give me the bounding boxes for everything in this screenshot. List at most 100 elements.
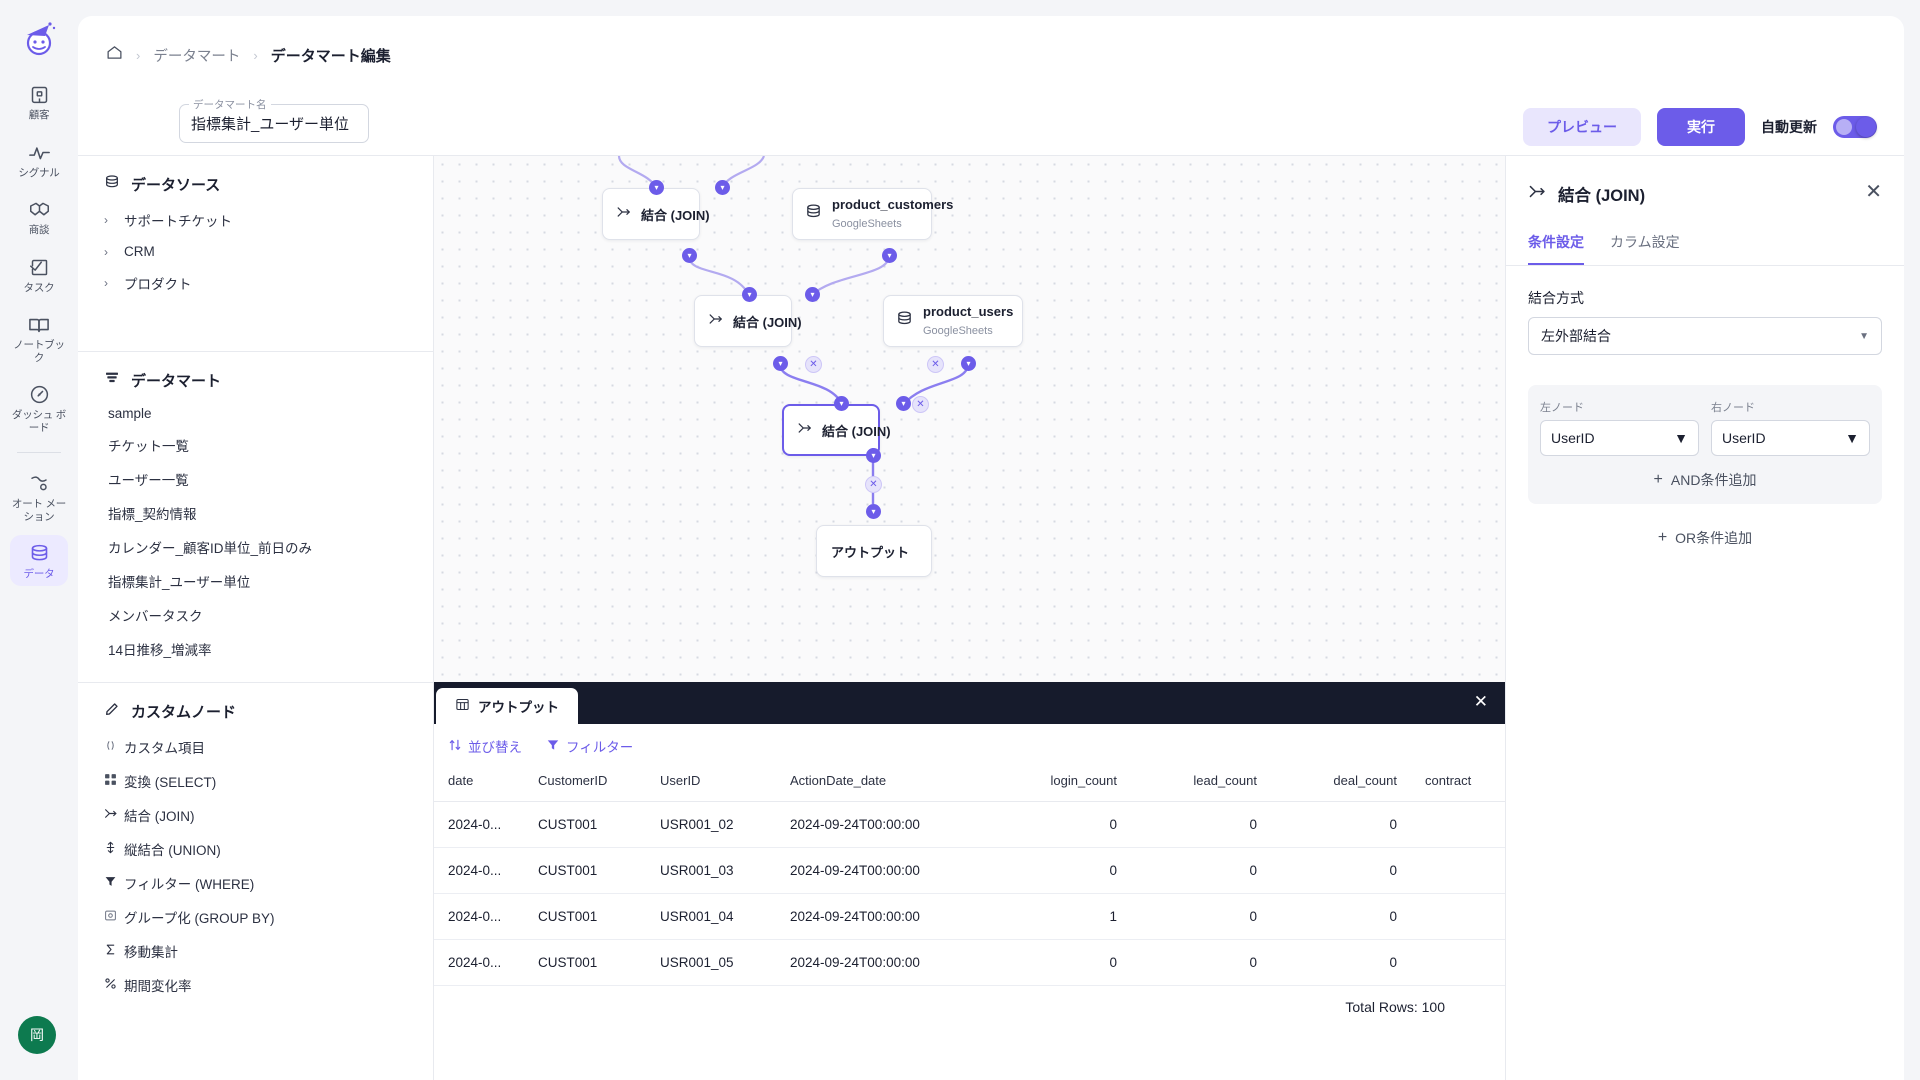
flow-node-label: 結合 (JOIN) [822, 423, 891, 439]
cell-deal-count: 0 [1271, 801, 1411, 848]
datamart-item[interactable]: 14日推移_増減率 [78, 632, 433, 666]
sidebar-item-deals[interactable]: 商談 [10, 191, 68, 242]
tab-output[interactable]: アウトプット [436, 688, 578, 724]
flow-canvas[interactable]: 結合 (JOIN) ▾ ▾ ▾ product_customers Google… [434, 156, 1505, 1080]
node-port-in[interactable]: ▾ [649, 180, 664, 195]
tab-conditions[interactable]: 条件設定 [1528, 232, 1584, 265]
node-port-out[interactable]: ▾ [682, 248, 697, 263]
flow-node-source-product-users[interactable]: product_users GoogleSheets [883, 295, 1023, 347]
flow-node-source-product-customers[interactable]: product_customers GoogleSheets [792, 188, 953, 240]
join-type-select[interactable]: 左外部結合 ▼ [1528, 317, 1882, 355]
cell-actiondate: 2024-09-24T00:00:00 [776, 801, 991, 848]
datamart-item[interactable]: チケット一覧 [78, 428, 433, 462]
datasource-item-crm[interactable]: › CRM [78, 237, 433, 266]
cell-contract [1411, 939, 1505, 986]
table-row[interactable]: 2024-0... CUST001 USR001_04 2024-09-24T0… [434, 893, 1505, 940]
customnode-item-custom-field[interactable]: カスタム項目 [78, 730, 433, 764]
automation-icon [28, 472, 50, 495]
customnode-item-where[interactable]: フィルター (WHERE) [78, 866, 433, 900]
sidebar-item-signal[interactable]: シグナル [10, 134, 68, 185]
flow-node-output[interactable]: アウトプット [816, 525, 932, 577]
left-node-select[interactable]: UserID ▼ [1540, 420, 1699, 456]
datamart-item-label: メンバータスク [108, 609, 203, 624]
node-port-out[interactable]: ▾ [882, 248, 897, 263]
table-row[interactable]: 2024-0... CUST001 USR001_02 2024-09-24T0… [434, 801, 1505, 848]
datamart-item[interactable]: 指標集計_ユーザー単位 [78, 564, 433, 598]
datamart-item[interactable]: sample [78, 399, 433, 428]
filter-button[interactable]: フィルター [546, 736, 633, 756]
auto-refresh-toggle[interactable] [1833, 116, 1877, 138]
datamart-item[interactable]: ユーザー一覧 [78, 462, 433, 496]
right-node-select[interactable]: UserID ▼ [1711, 420, 1870, 456]
close-icon[interactable]: ✕ [1473, 692, 1488, 711]
page-header: › データマート › データマート編集 データマート名 指標集計_ユーザー単位 … [78, 16, 1904, 156]
delete-node-icon[interactable]: ✕ [912, 396, 929, 413]
node-port-out[interactable]: ▾ [961, 356, 976, 371]
sidebar-item-data[interactable]: データ [10, 535, 68, 586]
node-port-out[interactable]: ▾ [866, 448, 881, 463]
sidebar-item-customers[interactable]: 顧客 [10, 76, 68, 127]
breadcrumb-link-datamart[interactable]: データマート [153, 48, 241, 65]
preview-button[interactable]: プレビュー [1523, 108, 1641, 146]
flow-node-join-3-selected[interactable]: 結合 (JOIN) [782, 404, 891, 456]
add-or-condition-button[interactable]: + OR条件追加 [1528, 518, 1882, 558]
database-icon [805, 203, 822, 225]
column-header[interactable]: CustomerID [524, 766, 646, 802]
column-header[interactable]: contract [1411, 766, 1505, 802]
customnode-item-select[interactable]: 変換 (SELECT) [78, 764, 433, 798]
customnode-item-period-change[interactable]: 期間変化率 [78, 968, 433, 1002]
app-logo-icon[interactable] [16, 16, 62, 62]
customnode-item-groupby[interactable]: グループ化 (GROUP BY) [78, 900, 433, 934]
output-toolbar: 並び替え フィルター [434, 724, 1505, 766]
sidebar-item-dashboard[interactable]: ダッシュ ボード [10, 376, 68, 439]
column-header[interactable]: deal_count [1271, 766, 1411, 802]
table-row[interactable]: 2024-0... CUST001 USR001_03 2024-09-24T0… [434, 847, 1505, 894]
datasource-item-product[interactable]: › プロダクト [78, 266, 433, 300]
left-node-value: UserID [1551, 430, 1595, 446]
breadcrumb-sep: › [253, 47, 258, 63]
datasource-item-support[interactable]: › サポートチケット [78, 203, 433, 237]
output-drawer: アウトプット ✕ 並び替え [434, 682, 1505, 1080]
datamart-name-input[interactable]: データマート名 指標集計_ユーザー単位 [179, 97, 369, 143]
node-port-in[interactable]: ▾ [866, 504, 881, 519]
column-header[interactable]: lead_count [1131, 766, 1271, 802]
node-port-out[interactable]: ▾ [773, 356, 788, 371]
delete-edge-icon[interactable]: ✕ [927, 356, 944, 373]
cell-userid: USR001_05 [646, 939, 776, 986]
datamart-item[interactable]: メンバータスク [78, 598, 433, 632]
customnode-item-moving-agg[interactable]: 移動集計 [78, 934, 433, 968]
right-node-value: UserID [1722, 430, 1766, 446]
delete-edge-icon[interactable]: ✕ [805, 356, 822, 373]
node-port-in[interactable]: ▾ [742, 287, 757, 302]
column-header[interactable]: date [434, 766, 524, 802]
customnode-item-union[interactable]: 縦結合 (UNION) [78, 832, 433, 866]
customnode-item-join[interactable]: 結合 (JOIN) [78, 798, 433, 832]
column-header[interactable]: login_count [991, 766, 1131, 802]
add-and-condition-button[interactable]: + AND条件追加 [1540, 456, 1870, 492]
sidebar-item-notebook[interactable]: ノートブック [10, 306, 68, 369]
sidebar-item-tasks[interactable]: タスク [10, 249, 68, 300]
column-header[interactable]: ActionDate_date [776, 766, 991, 802]
datamart-item[interactable]: カレンダー_顧客ID単位_前日のみ [78, 530, 433, 564]
sort-button[interactable]: 並び替え [448, 736, 522, 756]
flow-node-join-2[interactable]: 結合 (JOIN) [694, 295, 802, 347]
table-row[interactable]: 2024-0... CUST001 USR001_05 2024-09-24T0… [434, 939, 1505, 986]
database-icon [29, 542, 50, 565]
datamart-item[interactable]: 指標_契約情報 [78, 496, 433, 530]
node-port-in[interactable]: ▾ [896, 396, 911, 411]
home-icon[interactable] [106, 44, 123, 66]
node-port-in[interactable]: ▾ [805, 287, 820, 302]
node-port-in[interactable]: ▾ [715, 180, 730, 195]
sidebar-label: データ [23, 568, 55, 580]
run-button[interactable]: 実行 [1657, 108, 1745, 146]
close-icon[interactable]: ✕ [1865, 181, 1882, 203]
column-header[interactable]: UserID [646, 766, 776, 802]
tab-columns[interactable]: カラム設定 [1610, 234, 1680, 250]
node-port-in[interactable]: ▾ [834, 396, 849, 411]
avatar[interactable]: 岡 [18, 1016, 56, 1054]
flow-node-join-1[interactable]: 結合 (JOIN) [602, 188, 710, 240]
sidebar-item-automation[interactable]: オート メーション [10, 465, 68, 528]
cell-login-count: 0 [991, 847, 1131, 894]
pulse-icon [28, 141, 51, 164]
delete-edge-icon[interactable]: ✕ [865, 476, 882, 493]
